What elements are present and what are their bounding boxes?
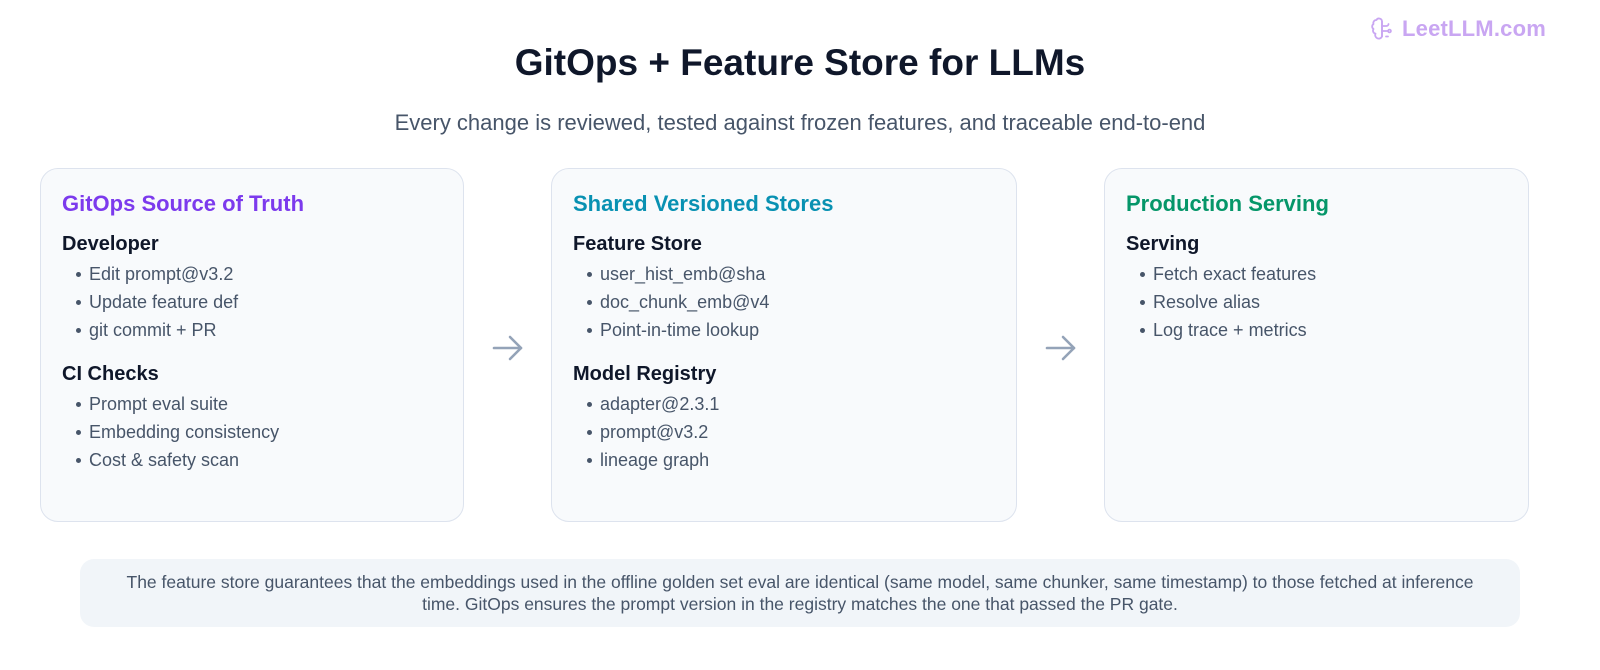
diagram-subtitle: Every change is reviewed, tested against… [394, 110, 1206, 135]
list-item: Prompt eval suite [62, 390, 442, 418]
panel-heading: GitOps Source of Truth [62, 191, 305, 216]
diagram-title: GitOps + Feature Store for LLMs [514, 42, 1086, 83]
arrow-right-icon [492, 335, 523, 361]
section-title: Serving [1126, 233, 1200, 255]
arrow-right-icon [1045, 335, 1076, 361]
bullet-list: Fetch exact features Resolve alias Log t… [1126, 260, 1507, 344]
bullet-list: user_hist_emb@sha doc_chunk_emb@v4 Point… [573, 260, 995, 344]
bullet-list: Edit prompt@v3.2 Update feature def git … [62, 260, 442, 344]
panel-heading: Shared Versioned Stores [573, 191, 834, 216]
brand-logo[interactable]: LeetLLM.com [1370, 16, 1546, 42]
list-item: prompt@v3.2 [573, 418, 995, 446]
brain-icon [1371, 17, 1392, 40]
section-serving: Serving Fetch exact features Resolve ali… [1126, 233, 1507, 344]
section-feature-store: Feature Store user_hist_emb@sha doc_chun… [573, 233, 995, 344]
list-item: Log trace + metrics [1126, 316, 1507, 344]
panel-shared-stores: Shared Versioned Stores Feature Store us… [551, 168, 1017, 522]
footnote-text: The feature store guarantees that the em… [126, 572, 1474, 614]
list-item: Edit prompt@v3.2 [62, 260, 442, 288]
list-item: Embedding consistency [62, 418, 442, 446]
list-item: Update feature def [62, 288, 442, 316]
panel-gitops-source: GitOps Source of Truth Developer Edit pr… [40, 168, 464, 522]
section-title: Developer [62, 233, 159, 255]
bullet-list: adapter@2.3.1 prompt@v3.2 lineage graph [573, 390, 995, 474]
section-developer: Developer Edit prompt@v3.2 Update featur… [62, 233, 442, 344]
list-item: Point-in-time lookup [573, 316, 995, 344]
list-item: Resolve alias [1126, 288, 1507, 316]
brand-text: LeetLLM.com [1402, 16, 1546, 41]
section-title: Feature Store [573, 233, 702, 255]
section-title: CI Checks [62, 363, 159, 385]
list-item: adapter@2.3.1 [573, 390, 995, 418]
panel-heading: Production Serving [1126, 191, 1329, 216]
list-item: Cost & safety scan [62, 446, 442, 474]
section-model-registry: Model Registry adapter@2.3.1 prompt@v3.2… [573, 363, 995, 474]
list-item: Fetch exact features [1126, 260, 1507, 288]
bullet-list: Prompt eval suite Embedding consistency … [62, 390, 442, 474]
list-item: user_hist_emb@sha [573, 260, 995, 288]
list-item: lineage graph [573, 446, 995, 474]
panel-production-serving: Production Serving Serving Fetch exact f… [1104, 168, 1529, 522]
section-ci-checks: CI Checks Prompt eval suite Embedding co… [62, 363, 442, 474]
footnote-box: The feature store guarantees that the em… [80, 559, 1520, 627]
list-item: git commit + PR [62, 316, 442, 344]
list-item: doc_chunk_emb@v4 [573, 288, 995, 316]
section-title: Model Registry [573, 363, 717, 385]
